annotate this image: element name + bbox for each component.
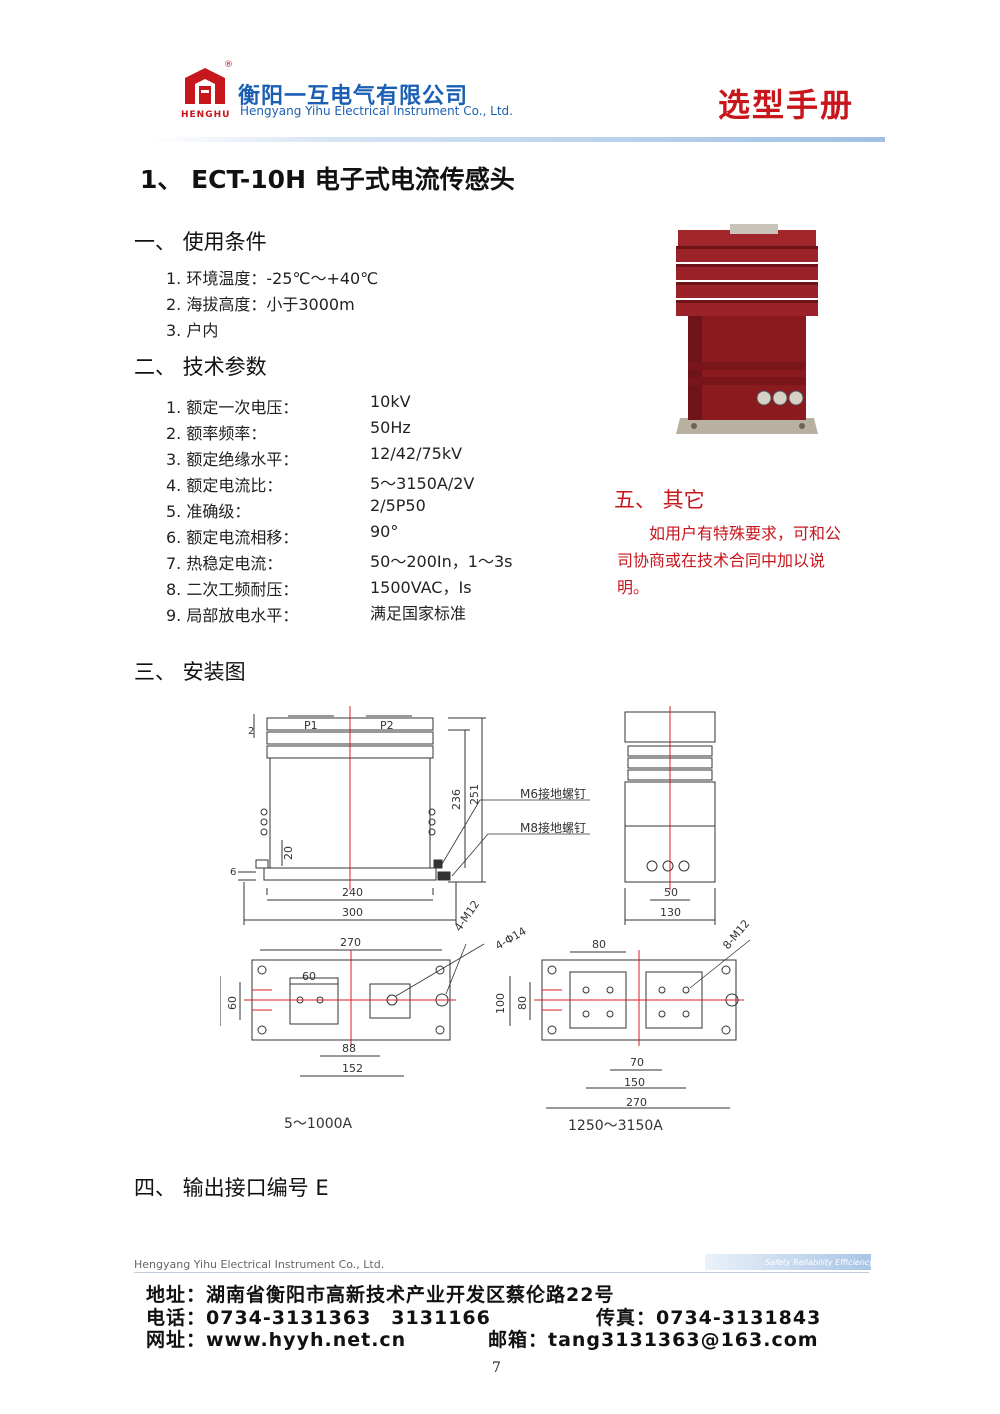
condition-item: 3. 户内 <box>166 321 219 340</box>
company-name-cn: 衡阳一互电气有限公司 <box>238 84 469 109</box>
other-note: 如用户有特殊要求，可和公司协商或在技术合同中加以说明。 <box>617 524 842 597</box>
dim-80-top: 80 <box>592 938 606 951</box>
dim-70: 70 <box>630 1056 644 1069</box>
footer-address: 地址：湖南省衡阳市高新技术产业开发区蔡伦路22号 <box>146 1284 615 1306</box>
footer-website[interactable]: 网址：www.hyyh.net.cn <box>146 1329 407 1351</box>
dim-60-side: 60 <box>226 996 239 1010</box>
page-title: 1、 ECT-10H 电子式电流传感头 <box>140 165 515 194</box>
dim-150: 150 <box>624 1076 645 1089</box>
caption-large-range: 1250～3150A <box>568 1118 663 1134</box>
document-title: 选型手册 <box>718 86 855 124</box>
footer-slogan: Safety Reliability Efficiency <box>765 1258 874 1267</box>
dim-152: 152 <box>342 1062 363 1075</box>
dim-270-right: 270 <box>626 1096 647 1109</box>
param-value: 12/42/75kV <box>370 444 463 463</box>
dim-88: 88 <box>342 1042 356 1055</box>
page-number: 7 <box>492 1360 501 1376</box>
param-value: 2/5P50 <box>370 496 426 515</box>
installation-drawing: P1 P2 2 236 251 6 20 240 300 M6接地螺钉 M8接地… <box>220 706 752 1134</box>
footer-fax: 传真：0734-3131843 <box>596 1307 822 1329</box>
drawing-label-p2: P2 <box>380 719 394 732</box>
dim-50: 50 <box>664 886 678 899</box>
dim-240: 240 <box>342 886 363 899</box>
section-heading-other: 五、 其它 <box>614 488 705 512</box>
condition-item: 1. 环境温度：-25℃～+40℃ <box>166 269 379 288</box>
drawing-label-m6-screw: M6接地螺钉 <box>520 786 586 801</box>
param-label: 3. 额定绝缘水平： <box>166 450 299 469</box>
dim-236: 236 <box>450 789 463 810</box>
dim-300: 300 <box>342 906 363 919</box>
registered-mark: ® <box>224 60 233 70</box>
dim-2: 2 <box>248 726 254 737</box>
section-heading-parameters: 二、 技术参数 <box>134 355 267 379</box>
product-photo <box>676 224 818 434</box>
param-label: 9. 局部放电水平： <box>166 606 299 625</box>
param-label: 2. 额率频率： <box>166 424 267 443</box>
section-heading-output: 四、 输出接口编号 E <box>134 1176 329 1200</box>
footer-company: Hengyang Yihu Electrical Instrument Co.,… <box>134 1258 385 1271</box>
company-name-en: Hengyang Yihu Electrical Instrument Co.,… <box>240 104 513 118</box>
dim-100-right: 100 <box>494 993 507 1014</box>
param-value: 满足国家标准 <box>370 604 467 623</box>
drawing-label-m8-screw: M8接地螺钉 <box>520 820 586 835</box>
param-label: 6. 额定电流相移： <box>166 528 299 547</box>
label-8-m12: 8-M12 <box>720 917 752 952</box>
param-value: 5～3150A/2V <box>370 474 475 493</box>
footer-banner <box>705 1254 871 1270</box>
footer-divider <box>134 1272 869 1273</box>
section-heading-conditions: 一、 使用条件 <box>134 230 267 254</box>
param-label: 8. 二次工频耐压： <box>166 580 299 599</box>
param-value: 1500VAC，Is <box>370 578 472 597</box>
param-value: 50Hz <box>370 418 411 437</box>
section-heading-installation: 三、 安装图 <box>134 660 246 684</box>
footer-email[interactable]: 邮箱：tang3131363@163.com <box>488 1329 819 1351</box>
param-value: 50～200In，1～3s <box>370 552 513 571</box>
dim-251: 251 <box>468 784 481 805</box>
param-value: 90° <box>370 522 399 541</box>
param-label: 7. 热稳定电流： <box>166 554 283 573</box>
dim-6: 6 <box>230 867 236 878</box>
param-value: 10kV <box>370 392 411 411</box>
dim-20: 20 <box>282 846 295 860</box>
dim-270-left: 270 <box>340 936 361 949</box>
condition-item: 2. 海拔高度：小于3000m <box>166 295 355 314</box>
header-divider <box>150 137 885 142</box>
param-label: 4. 额定电流比： <box>166 476 283 495</box>
label-4-phi14: 4-Φ14 <box>493 925 529 953</box>
footer-phone: 电话：0734-3131363 3131166 <box>146 1307 491 1329</box>
drawing-label-p1: P1 <box>304 719 318 732</box>
dim-60-top: 60 <box>302 970 316 983</box>
param-label: 1. 额定一次电压： <box>166 398 299 417</box>
dim-130: 130 <box>660 906 681 919</box>
dim-80-side: 80 <box>516 996 529 1010</box>
company-logo <box>185 68 225 104</box>
param-label: 5. 准确级： <box>166 502 251 521</box>
caption-small-range: 5～1000A <box>284 1116 353 1132</box>
logo-tag: HENGHU <box>181 110 231 120</box>
